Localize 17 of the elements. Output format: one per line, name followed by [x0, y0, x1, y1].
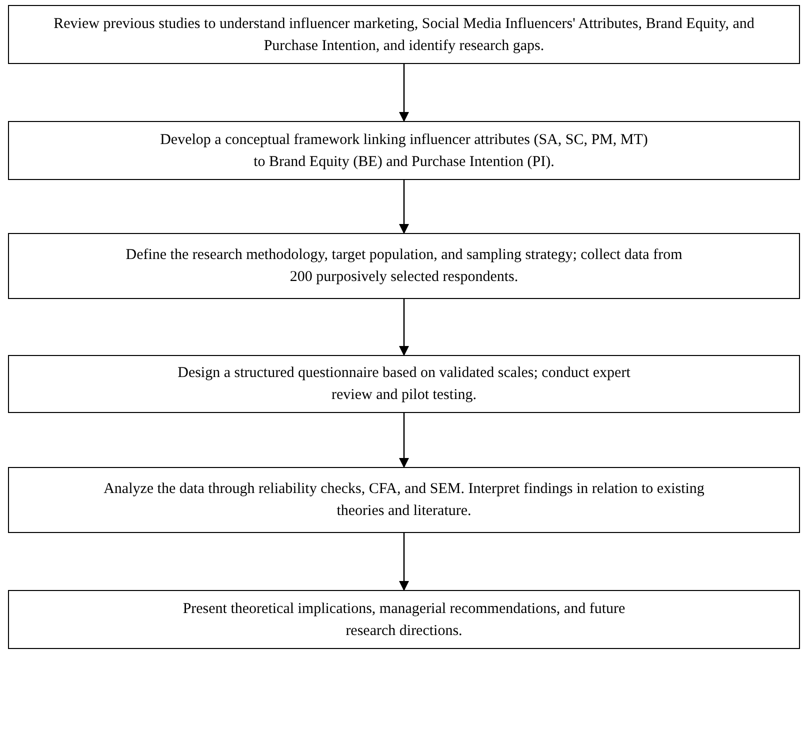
- step-text: Develop a conceptual framework linking influencer attributes (SA, SC, PM, MT) to Brand Equity (BE) and Purchase Intention (PI).: [159, 130, 649, 172]
- step-text: Present theoretical implications, managerial recommendations, and future research directions.: [182, 600, 626, 640]
- process-box: [8, 121, 800, 180]
- arrow: [399, 413, 409, 468]
- arrow: [399, 299, 409, 356]
- process-box: [8, 233, 800, 299]
- arrow: [399, 533, 409, 591]
- step-text: Define the research methodology, target population, and sampling strategy; collect data from 200 purposively selected respondents.: [124, 246, 684, 287]
- step-text: Analyze the data through reliability checks, CFA, and SEM. Interpret findings in relation to existing theories and literature.: [102, 480, 706, 521]
- arrow: [399, 64, 409, 122]
- process-box: [8, 590, 800, 649]
- process-box: [8, 355, 800, 413]
- process-box: [8, 467, 800, 533]
- step-text: Review previous studies to understand influencer marketing, Social Media Influencers' Attributes, Brand Equity, and Purchase Intention, and identify research gaps.: [52, 14, 756, 56]
- arrow: [399, 180, 409, 234]
- step-text: Design a structured questionnaire based on validated scales; conduct expert review and pilot testing.: [176, 364, 632, 405]
- process-box: [8, 5, 800, 64]
